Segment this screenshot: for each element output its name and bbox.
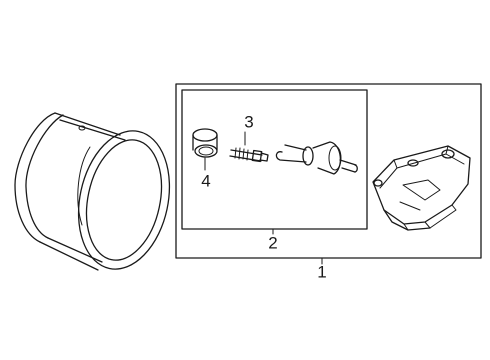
grommet-part-illustration <box>192 128 218 158</box>
callout-label-2: 2 <box>268 233 278 253</box>
valve-core-part-illustration <box>229 147 269 163</box>
wheel-rim-illustration <box>14 112 171 271</box>
callout-label-4: 4 <box>201 171 211 191</box>
callout-label-1: 1 <box>317 262 327 282</box>
assembly-box-1 <box>175 83 482 259</box>
valve-stem-illustration <box>275 141 358 175</box>
tpms-sensor-illustration <box>372 145 471 231</box>
assembly-box-2 <box>181 89 368 230</box>
callout-label-3: 3 <box>244 112 254 132</box>
